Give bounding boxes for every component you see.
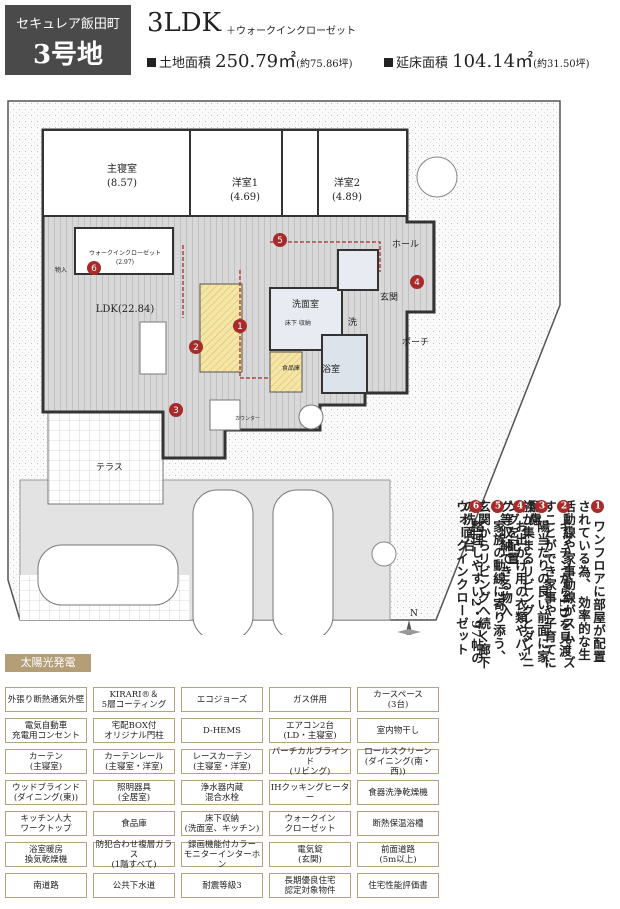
equipment-cell: 照明器具 (全居室)	[93, 780, 175, 805]
underfloor-label: 床下 収納	[285, 319, 311, 327]
tree	[416, 156, 458, 198]
master-size: (8.57)	[107, 178, 137, 189]
washroom-label: 洗面室	[292, 298, 319, 310]
entrance-label: 玄関	[380, 291, 398, 303]
equipment-cell: カーテンレール (主寝室・洋室)	[93, 749, 175, 774]
equipment-cell: 食器洗浄乾燥機	[357, 780, 439, 805]
equipment-cell: レースカーテン (主寝室・洋室)	[181, 749, 263, 774]
car-3	[272, 489, 334, 635]
equipment-cell: カースペース (3台)	[357, 687, 439, 712]
equipment-cell: 断熱保温浴槽	[357, 811, 439, 836]
svg-text:2: 2	[193, 343, 199, 353]
svg-text:5: 5	[277, 236, 283, 246]
car-2	[192, 489, 254, 635]
equipment-cell: ウォークイン クローゼット	[269, 811, 351, 836]
equipment-cell: バーチカルブラインド (リビング)	[269, 747, 351, 777]
plan-type: 3LDK	[147, 8, 222, 38]
equipment-cell: エコジョーズ	[181, 687, 263, 712]
solar-label: 太陽光発電	[5, 654, 91, 672]
equipment-cell: 電気自動車 充電用コンセント	[5, 718, 87, 743]
equipment-cell: 住宅性能評価書	[357, 873, 439, 898]
equipment-cell: 長期優良住宅 認定対象物件	[269, 873, 351, 898]
lot-number: 3号地	[32, 40, 104, 70]
counter-label: カウンター	[235, 415, 260, 422]
plan-subtitle: ＋ウォークインクローゼット	[226, 26, 356, 37]
tree	[371, 541, 397, 567]
floor-plan: 主寝室 (8.57) 洋室1 (4.69) 洋室2 (4.89) ウォークインク…	[7, 100, 561, 635]
equipment-cell: 南道路	[5, 873, 87, 898]
equipment-cell: 前面道路 (5m以上)	[357, 842, 439, 867]
equipment-cell: 耐震等級3	[181, 873, 263, 898]
equipment-cell: D-HEMS	[181, 718, 263, 743]
equipment-cell: エアコン2台 (LD・主寝室)	[269, 718, 351, 743]
bullet-square-icon	[147, 58, 156, 67]
equipment-cell: 床下収納 (洗面室、キッチン)	[181, 811, 263, 836]
ldk-label: LDK(22.84)	[96, 304, 155, 315]
lot-header-box: セキュレア飯田町 3号地	[5, 5, 131, 75]
feature-list: 1 ワンフロアに部屋が配置されている為、 効率的な生活動線や家事動線がスムーズ …	[446, 500, 606, 670]
feature-item: 2 キッチンからLDを見渡すことができ家事や子育てに配慮	[527, 500, 572, 669]
car-1	[37, 544, 179, 606]
hall-label: ホール	[392, 239, 419, 250]
equipment-cell: KIRARI®＆ 5層コーティング	[93, 687, 175, 712]
equipment-cell: 防犯合わせ複層ガラス (1階すべて)	[93, 840, 175, 870]
svg-text:1: 1	[237, 322, 243, 332]
equipment-cell: 電気錠 (玄関)	[269, 842, 351, 867]
compass-label: N	[410, 609, 418, 619]
wic-size: (2.97)	[116, 259, 134, 266]
equipment-cell: 室内物干し	[357, 718, 439, 743]
svg-text:3: 3	[173, 406, 179, 416]
western2-size: (4.89)	[332, 192, 362, 203]
wash-label: 洗	[348, 316, 357, 328]
bath-label: 浴室	[322, 363, 340, 375]
equipment-cell: 浄水器内蔵 混合水栓	[181, 780, 263, 805]
equipment-cell: 食品庫	[93, 811, 175, 836]
pantry	[269, 351, 303, 393]
terrace-label: テラス	[96, 462, 123, 473]
land-area: 土地面積 250.79㎡(約75.86坪)	[147, 47, 353, 73]
bath-block	[321, 334, 368, 394]
equipment-cell: ロールスクリーン (ダイニング(南・西))	[357, 747, 439, 777]
location-name: セキュレア飯田町	[16, 17, 120, 32]
feature-item: 4 お出かけ用の衣類やバッグ等収納できる物入	[498, 500, 528, 663]
equipment-cell: カーテン (主寝室)	[5, 749, 87, 774]
equipment-cell: 公共下水道	[93, 873, 175, 898]
wic-block	[74, 227, 174, 275]
feature-item: 6 整理しやすい2・97帖のウォークインクローゼット	[454, 500, 484, 665]
equipment-cell: ウッドブラインド (ダイニング(東))	[5, 780, 87, 805]
storage-label: 物入	[55, 266, 67, 274]
svg-text:4: 4	[414, 278, 420, 288]
toilet-block	[337, 249, 379, 291]
route-arrow	[239, 270, 270, 379]
equipment-cell: 宅配BOX付 オリジナル門柱	[93, 718, 175, 743]
feature-item: 3 陽当たりの良い前面に家族が集まるリビングとダイニングを配置	[505, 500, 550, 669]
bullet-square-icon	[384, 58, 393, 67]
svg-text:6: 6	[91, 264, 97, 274]
equipment-grid: 外張り断熱通気外壁 KIRARI®＆ 5層コーティング エコジョーズ ガス併用 …	[5, 687, 445, 907]
dining-table	[209, 399, 241, 431]
porch-label: ポーチ	[402, 337, 429, 348]
pantry-label: 食品庫	[282, 364, 300, 372]
floor-area: 延床面積 104.14㎡(約31.50坪)	[384, 47, 590, 73]
wic-label: ウォークインクローゼット	[89, 249, 161, 257]
feature-item: 1 ワンフロアに部屋が配置されている為、 効率的な生活動線や家事動線がスムーズ	[561, 500, 606, 669]
bedroom-block	[42, 129, 408, 217]
western1-size: (4.69)	[230, 192, 260, 203]
western1-label: 洋室1	[232, 176, 258, 189]
tree	[298, 404, 324, 430]
equipment-cell: 外張り断熱通気外壁	[5, 687, 87, 712]
equipment-cell: 浴室暖房 換気乾燥機	[5, 842, 87, 867]
equipment-cell: キッチン人大 ワークトップ	[5, 811, 87, 836]
route-arrow	[270, 241, 381, 272]
feature-item: 5 家族の動線に寄り添う、玄関からリビングへ続く廊下の洗面台	[461, 500, 506, 669]
compass-icon	[397, 620, 421, 635]
sofa	[139, 321, 167, 375]
equipment-cell: IHクッキングヒーター	[269, 780, 351, 805]
equipment-cell: 録画機能付カラー モニターインターホン	[181, 840, 263, 870]
western2-label: 洋室2	[334, 176, 360, 189]
equipment-cell: ガス併用	[269, 687, 351, 712]
terrace	[47, 411, 164, 505]
master-label: 主寝室	[107, 162, 137, 175]
